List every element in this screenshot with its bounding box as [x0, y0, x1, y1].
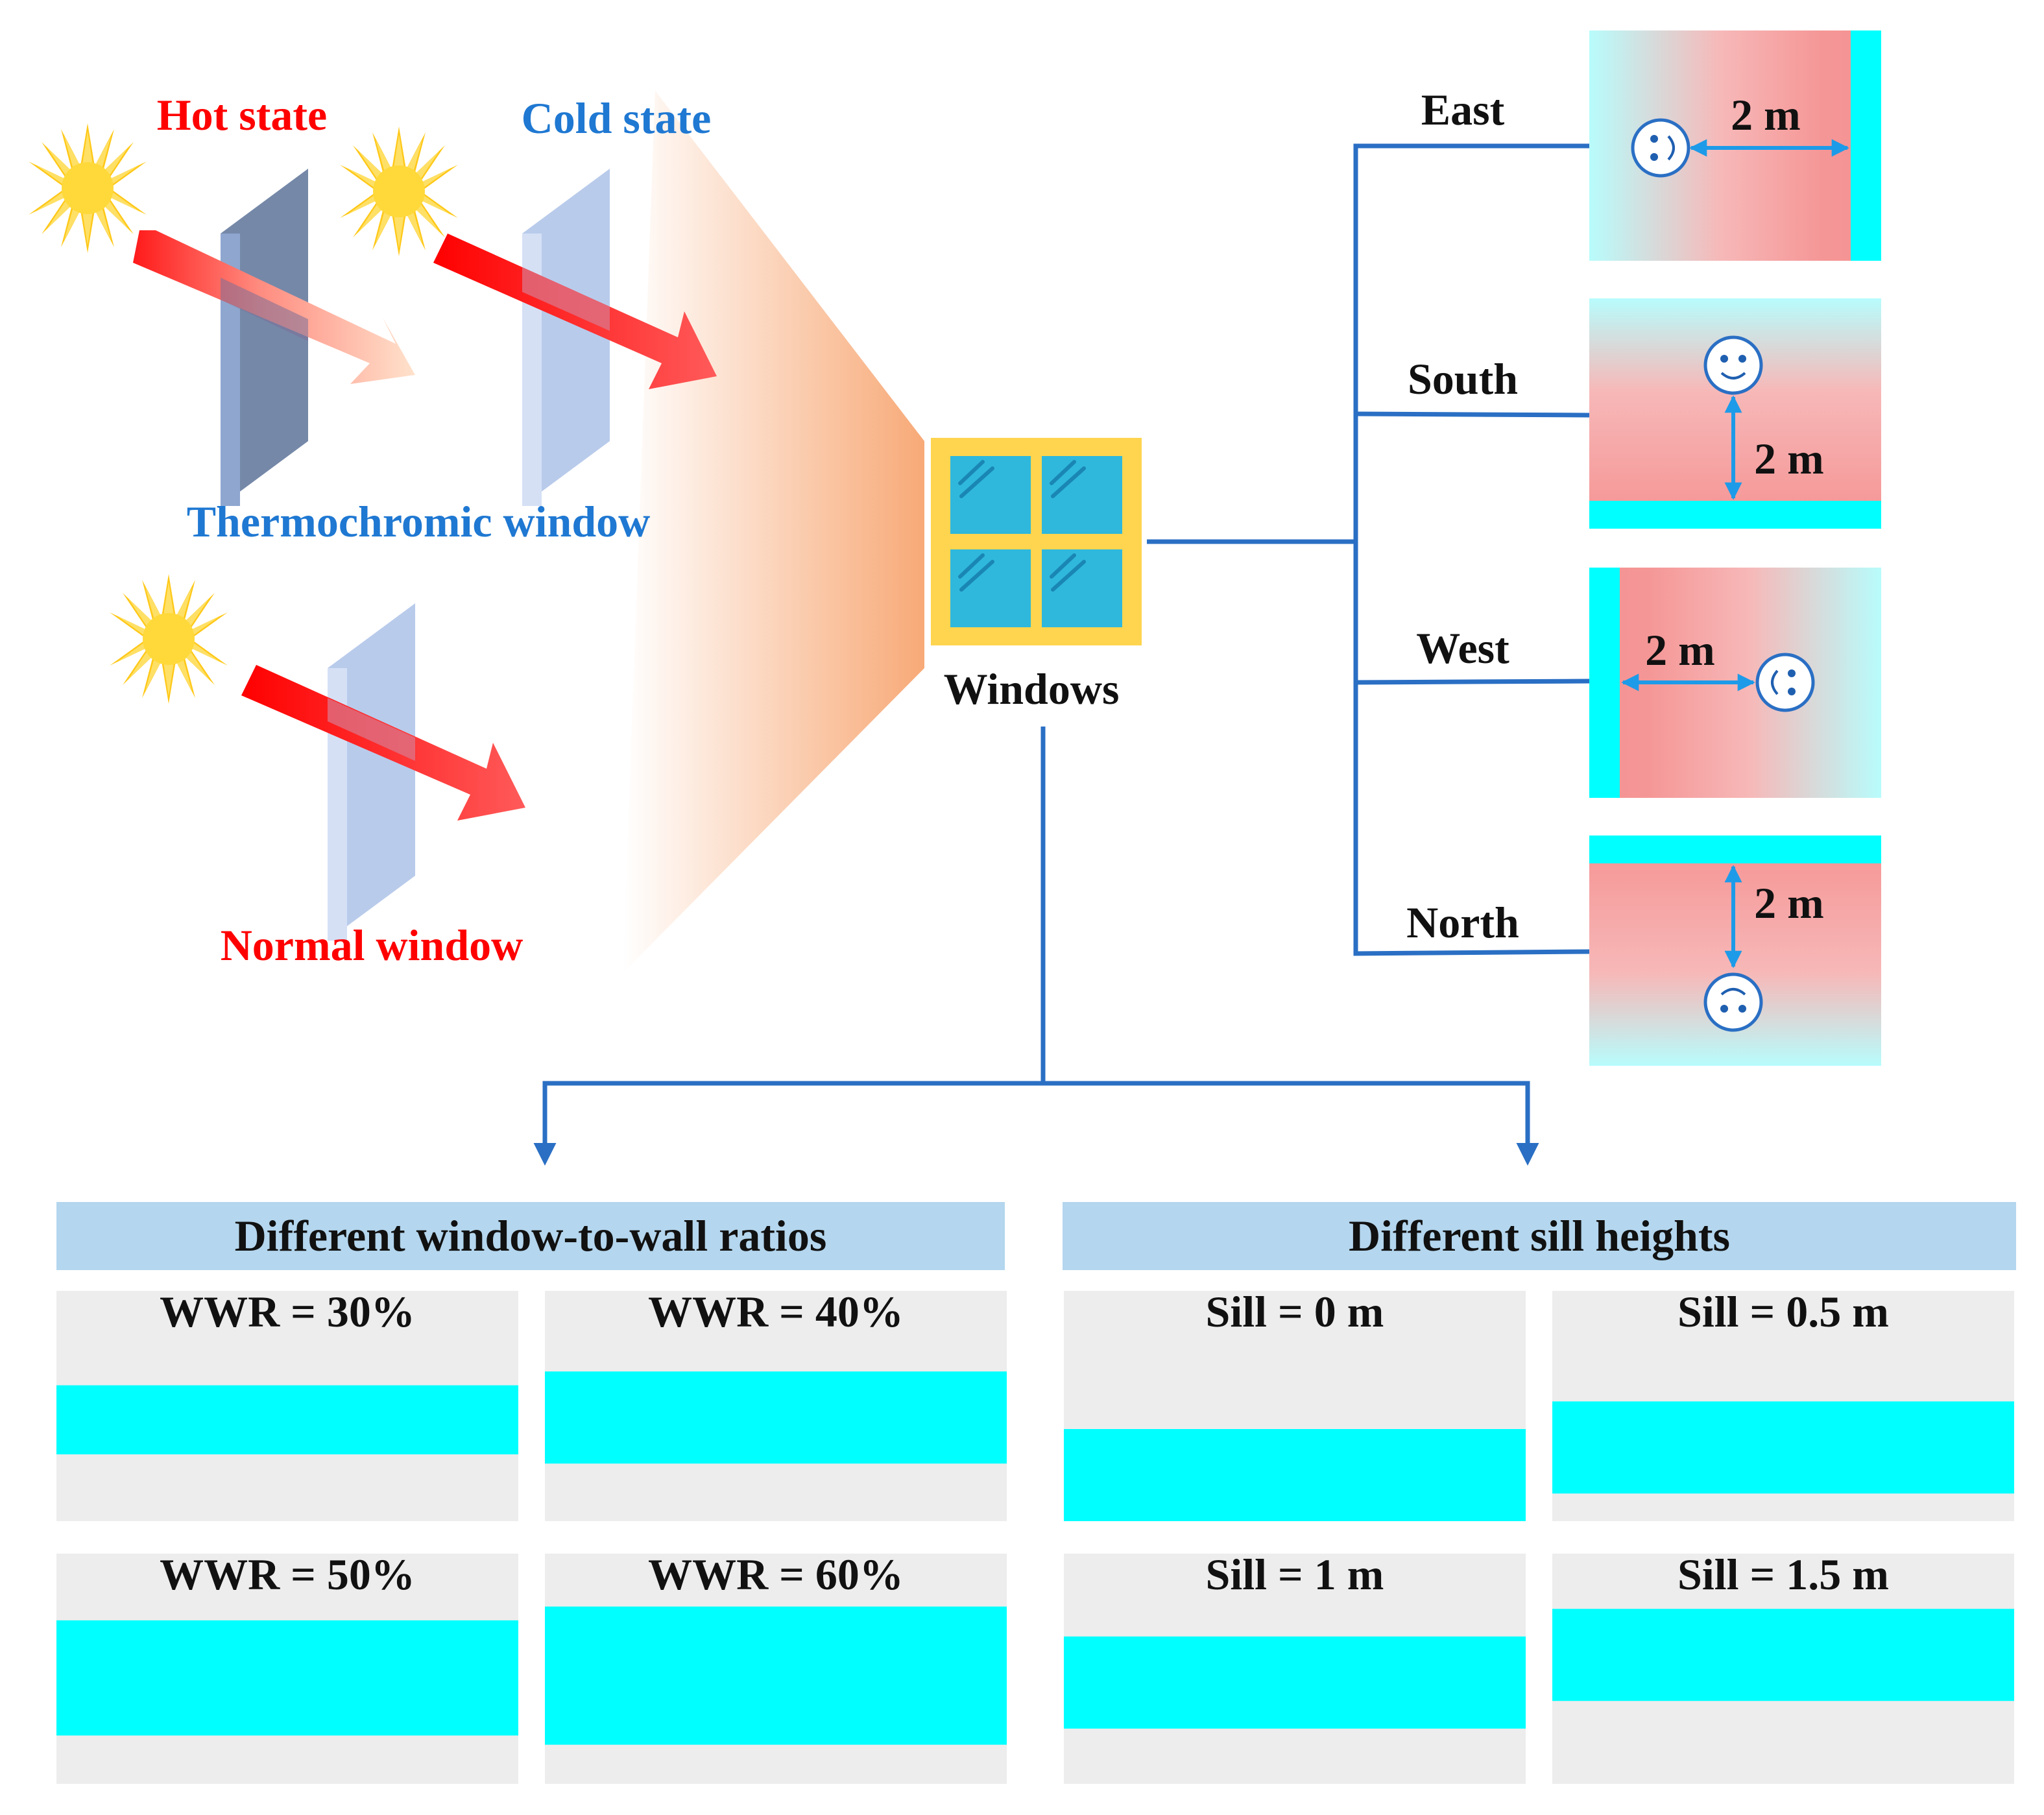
sill-section-title: Different sill heights [1349, 1211, 1730, 1260]
wwr-case-4: WWR = 60% [545, 1550, 1007, 1784]
orientation-label-east: East [1421, 85, 1505, 134]
room-plan-west [1589, 568, 1881, 798]
window-band [545, 1606, 1007, 1745]
distance-label-west: 2 m [1645, 625, 1715, 675]
glass-pane-icon [221, 169, 308, 506]
face-icon [1631, 118, 1690, 178]
hot-state-label: Hot state [157, 90, 327, 139]
orientation-label-west: West [1416, 623, 1509, 673]
window-icon [931, 438, 1142, 645]
case-label: Sill = 0 m [1206, 1287, 1384, 1336]
case-label: Sill = 1 m [1206, 1550, 1384, 1599]
windows-label: Windows [944, 664, 1120, 714]
sill-case-2: Sill = 0.5 m [1552, 1287, 2014, 1521]
room-plan-north [1589, 835, 1881, 1066]
window-band [1552, 1609, 2014, 1701]
sill-section-header [1063, 1202, 2016, 1270]
wwr-section-header [56, 1202, 1005, 1270]
window-band [1064, 1636, 1526, 1729]
case-label: WWR = 30% [160, 1287, 415, 1336]
wwr-case-1: WWR = 30% [56, 1287, 518, 1521]
thermochromic-window-label: Thermochromic window [187, 497, 651, 546]
orientation-label-south: South [1408, 354, 1518, 403]
case-label: WWR = 40% [648, 1287, 904, 1336]
sill-case-panels: Sill = 0 m Sill = 0.5 m Sill = 1 m Sill = 1… [1064, 1287, 2014, 1784]
case-label: Sill = 1.5 m [1677, 1550, 1889, 1599]
wwr-case-panels: WWR = 30% WWR = 40% WWR = 50% WWR = 60% [56, 1287, 1007, 1784]
cold-state-label: Cold state [522, 93, 712, 143]
glass-pane-icon [328, 603, 415, 941]
distance-label-north: 2 m [1754, 878, 1824, 928]
wwr-section-title: Different window-to-wall ratios [235, 1211, 827, 1260]
glass-pane-icon [522, 169, 610, 506]
normal-window-label: Normal window [221, 920, 523, 970]
wwr-case-2: WWR = 40% [545, 1287, 1007, 1521]
sun-icon [110, 574, 228, 704]
orientation-label-north: North [1406, 898, 1519, 947]
face-icon [1703, 972, 1763, 1032]
thermochromic-cold-pane [522, 169, 610, 506]
tree-connectors [533, 143, 1590, 1166]
window-band [545, 1371, 1007, 1464]
window-band [1552, 1401, 2014, 1494]
sill-case-1: Sill = 0 m [1064, 1287, 1526, 1521]
face-icon [1755, 653, 1815, 712]
case-label: Sill = 0.5 m [1677, 1287, 1889, 1336]
sun-icon [29, 123, 147, 253]
thermochromic-hot-pane [221, 169, 308, 506]
room-plan-east [1589, 30, 1881, 261]
sill-case-3: Sill = 1 m [1064, 1550, 1526, 1784]
normal-window-pane [328, 603, 415, 941]
distance-label-east: 2 m [1731, 90, 1801, 139]
face-icon [1703, 335, 1763, 395]
window-band [1064, 1429, 1526, 1521]
case-label: WWR = 50% [160, 1550, 415, 1599]
room-plan-south [1589, 298, 1881, 529]
distance-label-south: 2 m [1754, 434, 1824, 483]
wwr-case-3: WWR = 50% [56, 1550, 518, 1784]
sill-case-4: Sill = 1.5 m [1552, 1550, 2014, 1784]
window-band [56, 1385, 518, 1455]
window-band [56, 1620, 518, 1736]
light-cone [623, 91, 924, 973]
sun-icon [340, 126, 458, 256]
case-label: WWR = 60% [648, 1550, 904, 1599]
